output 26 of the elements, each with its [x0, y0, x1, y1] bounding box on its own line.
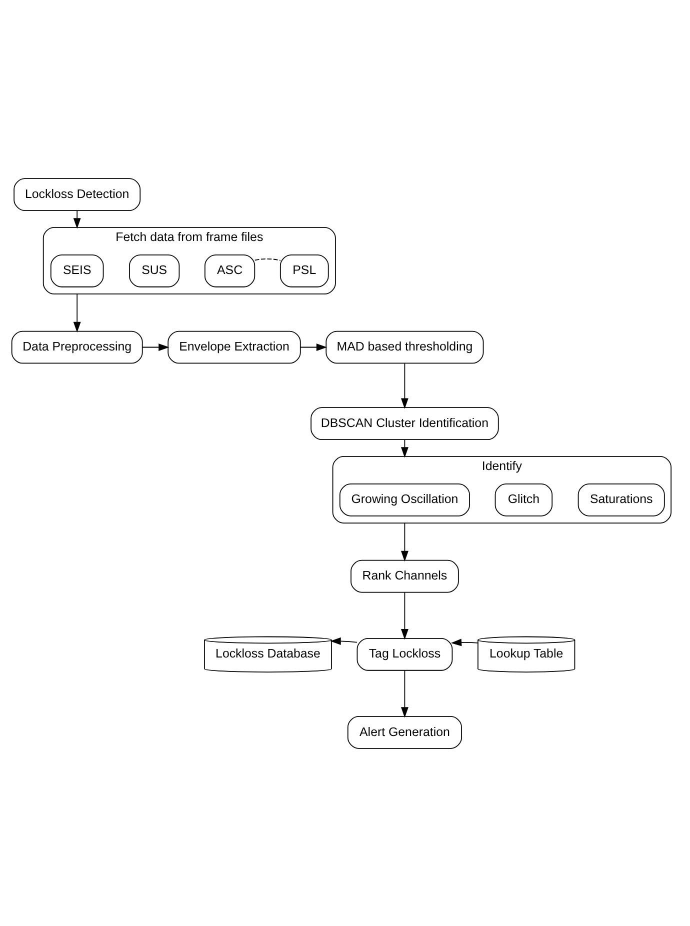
node-box: Envelope Extraction	[168, 330, 301, 364]
arrow	[450, 638, 478, 646]
arrow	[142, 343, 170, 350]
arrow	[400, 522, 408, 562]
node-box: Rank Channels	[350, 559, 459, 592]
node-box: SEIS	[50, 254, 104, 287]
node-box: Lockloss Detection	[14, 178, 141, 210]
node-box: SUS	[129, 254, 180, 287]
node-box: Data Preprocessing	[11, 330, 143, 364]
arrow	[300, 343, 328, 350]
node-box: Growing Oscillation	[339, 483, 470, 516]
arrow	[400, 670, 408, 718]
node-box: Saturations	[578, 483, 665, 516]
node-box: Alert Generation	[347, 716, 462, 748]
connector	[254, 258, 281, 260]
node-box: MAD based thresholding	[326, 330, 484, 364]
arrow	[73, 293, 81, 332]
node-box: Tag Lockloss	[356, 637, 453, 670]
arrow	[330, 636, 358, 644]
node-box: PSL	[280, 254, 329, 287]
arrow	[73, 210, 81, 228]
node-box: ASC	[204, 254, 256, 287]
arrow	[400, 592, 408, 640]
node-box: Glitch	[494, 483, 553, 516]
arrow	[400, 362, 408, 408]
node-box: DBSCAN Cluster Identification	[310, 406, 499, 440]
